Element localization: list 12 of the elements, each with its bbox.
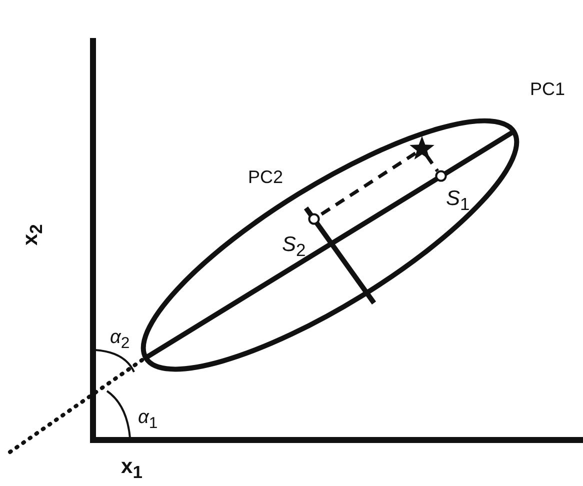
axis-name: PC2 <box>248 168 284 186</box>
axis-name: PC1 <box>530 80 566 98</box>
point-marker <box>308 213 320 225</box>
projection-line <box>425 154 439 172</box>
point-label: S$_{1}$ <box>446 188 470 214</box>
projection-line <box>318 152 416 218</box>
angle-label: α$_{1}$ <box>138 408 158 432</box>
star-marker <box>409 136 435 162</box>
point-label: S$_{2}$ <box>282 234 306 260</box>
axis-title: x$_{1}$ <box>121 456 142 482</box>
point-marker <box>435 170 447 182</box>
angle-label: α$_{2}$ <box>110 328 130 352</box>
